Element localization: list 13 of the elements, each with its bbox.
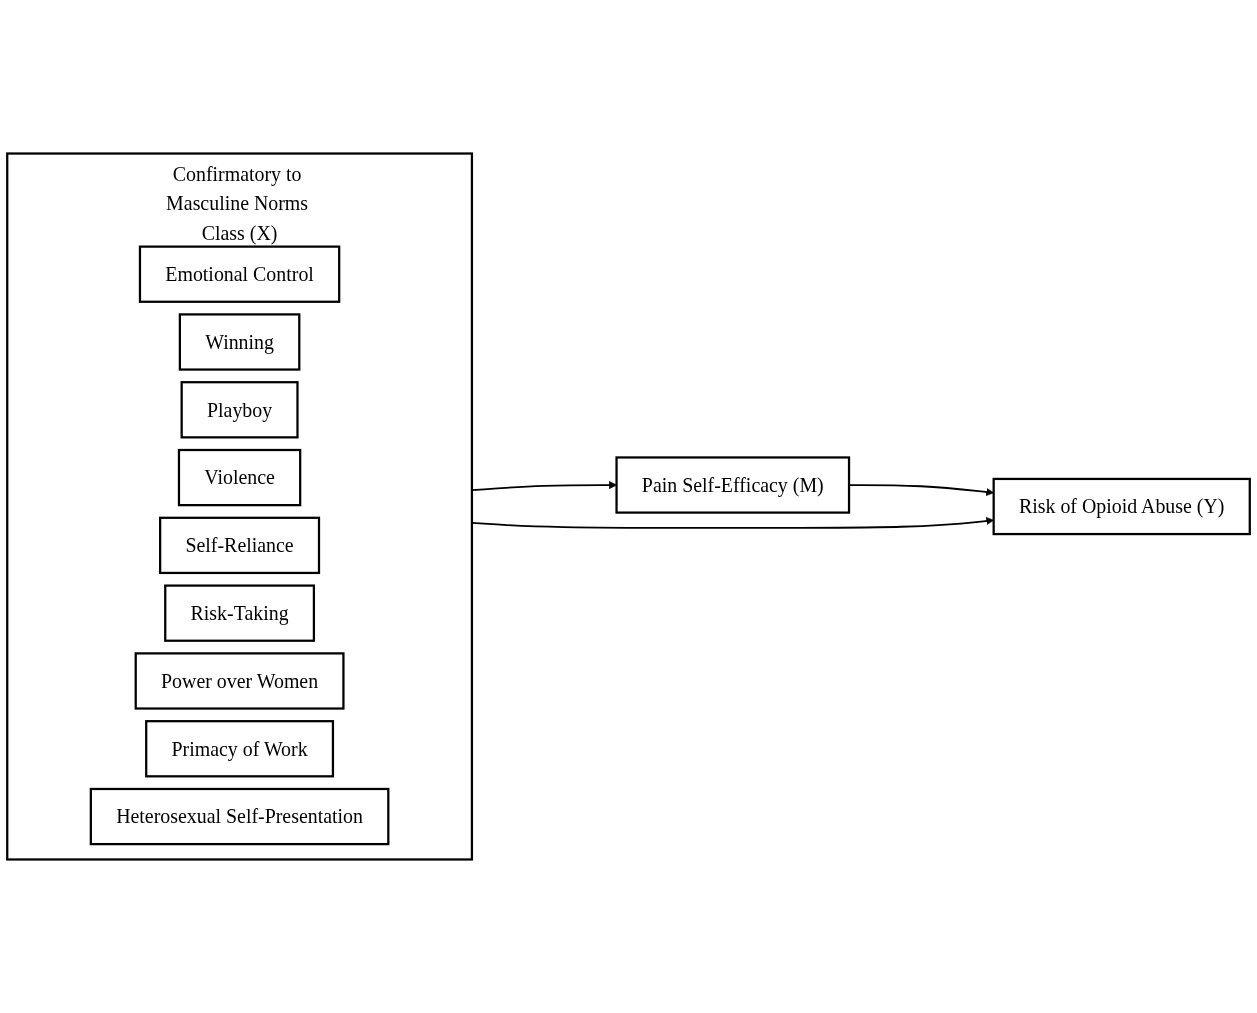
node-box: Playboy — [180, 381, 299, 439]
node-box: Pain Self-Efficacy (M) — [615, 456, 851, 514]
node-box: Heterosexual Self-Presentation — [89, 787, 390, 846]
node-box: Winning — [178, 313, 301, 371]
node-box: Violence — [177, 448, 302, 507]
node-box: Self-Reliance — [159, 516, 321, 575]
arrow — [471, 481, 617, 492]
node-box: Power over Women — [134, 652, 345, 710]
node-box: Primacy of Work — [145, 720, 335, 778]
node-box: Risk of Opioid Abuse (Y) — [992, 477, 1251, 536]
arrow — [471, 517, 994, 529]
node-box: Emotional Control — [138, 245, 341, 303]
node-box: Risk-Taking — [164, 584, 316, 642]
